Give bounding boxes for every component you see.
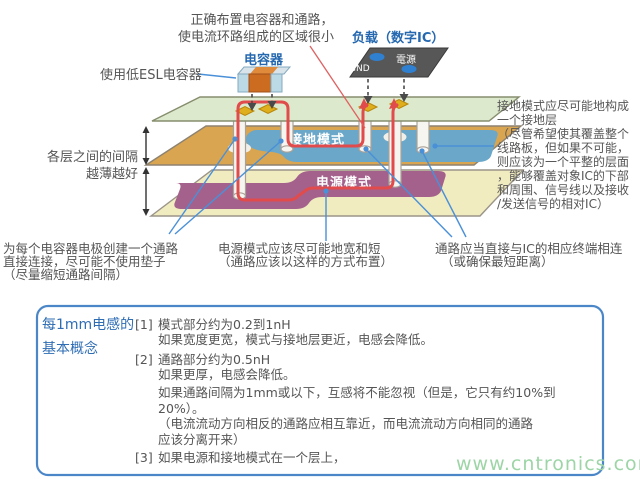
item2-line3: 如果通路间隔为1mm或以下，互感将不能忽视（但是，它只有约10%到 (158, 385, 556, 400)
red-ground-path (286, 103, 369, 148)
item1-line1: 模式部分约为0.2到1nH (158, 317, 291, 332)
svg-text:（通路应该以这样的方式布置）: （通路应该以这样的方式布置） (218, 254, 393, 269)
power-note: 电源模式应该尽可能地宽和短 （通路应该以这样的方式布置） (218, 241, 393, 269)
item2-line5: （电流流动方向相反的通路应相互靠近，而电流流动方向相同的通路 (158, 416, 534, 431)
via-extra (416, 121, 430, 154)
layer-gap-arrowheads (142, 126, 150, 216)
info-box-border (35, 304, 605, 477)
item1-marker: [1] (135, 317, 153, 332)
svg-text:直接连接，尽可能不使用垫子: 直接连接，尽可能不使用垫子 (3, 254, 166, 269)
ground-plane-label: 接地模式 (289, 132, 345, 148)
capacitor-terminal-left (237, 73, 250, 93)
item1-line2: 如果宽度更宽，模式与接地层更近，电感会降低。 (158, 332, 433, 347)
capacitor-label: 电容器 (244, 52, 284, 68)
current-paths (236, 100, 399, 202)
item2-line1: 通路部分约为0.5nH (158, 352, 270, 367)
ic-chip: GND 電源 (349, 47, 449, 78)
power-layer: 电源模式 (148, 169, 525, 217)
via-ic-power (388, 121, 402, 188)
top-layer-board (151, 96, 521, 122)
item3-line1: 如果电源和接地模式在一个层上， (158, 450, 346, 465)
svg-text:线路板，但如果不可能，: 线路板，但如果不可能， (497, 140, 629, 155)
svg-text:/发送信号的相对IC）: /发送信号的相对IC） (497, 196, 609, 211)
item2-marker: [2] (135, 352, 153, 367)
capacitor-component (236, 66, 292, 93)
ground-plane-region (245, 130, 498, 162)
capacitor-terminal-right (270, 73, 283, 93)
svg-text:则应该为一个平整的层面: 则应该为一个平整的层面 (497, 154, 629, 169)
svg-text:接地模式应尽可能地构成: 接地模式应尽可能地构成 (497, 98, 629, 113)
watermark: www.cntronics.com (456, 453, 640, 475)
svg-text:和周围、信号线以及接收: 和周围、信号线以及接收 (497, 182, 629, 197)
svg-text:通路应当直接与IC的相应终端相连: 通路应当直接与IC的相应终端相连 (435, 241, 623, 256)
svg-text:（或确保最短距离）: （或确保最短距离） (441, 254, 554, 269)
layer-gap-note-line2: 越薄越好 (86, 167, 138, 182)
callout-esl-to-capacitor (197, 73, 237, 79)
dashed-arrows (251, 79, 405, 104)
top-note-pointer-line (309, 45, 366, 129)
ic-pad-power (401, 65, 417, 73)
item3-marker: [3] (135, 450, 153, 465)
info-box-title-line1: 每1mm电感的 (42, 316, 134, 333)
ic-power-label: 電源 (396, 53, 416, 66)
ground-note: 接地模式应尽可能地构成 一个接地层 （尽管希望使其覆盖整个 线路板，但如果不可能… (497, 98, 629, 211)
red-current-loop (236, 100, 290, 128)
red-arrowhead-gnd (359, 98, 368, 109)
red-arrowhead-power (389, 98, 398, 109)
capacitor-body (248, 73, 272, 93)
svg-text:一个接地层: 一个接地层 (497, 112, 557, 127)
load-label: 负载（数字IC） (352, 30, 444, 46)
via-note: 为每个电容器电极创建一个通路 直接连接，尽可能不使用垫子 （尽量缩短通路间隔） (3, 241, 179, 282)
item2-line4: 20%）。 (158, 401, 205, 416)
svg-text:（尽量缩短通路间隔）: （尽量缩短通路间隔） (3, 267, 128, 282)
top-note-line1: 正确布置电容器和通路， (190, 12, 333, 28)
capacitor-top-body (250, 67, 278, 74)
ic-gnd-label: GND (349, 64, 370, 74)
callout-via2-to-note (174, 140, 282, 235)
svg-text:为每个电容器电极创建一个通路: 为每个电容器电极创建一个通路 (3, 241, 179, 256)
svg-text:（尽管希望使其覆盖整个: （尽管希望使其覆盖整个 (497, 126, 629, 141)
esl-note: 使用低ESL电容器 (100, 67, 202, 83)
callout-icvia2-to-note (421, 150, 467, 238)
item2-line2: 如果更厚，电感会降低。 (158, 367, 296, 382)
svg-text:电源模式应该尽可能地宽和短: 电源模式应该尽可能地宽和短 (218, 241, 381, 256)
top-note-line2: 使电流环路组成的区域很小 (178, 29, 334, 45)
callout-lines (168, 73, 494, 241)
info-box-title-line2: 基本概念 (42, 340, 98, 357)
pad-cap-left (234, 105, 256, 117)
dashed-arrowheads (247, 94, 409, 111)
info-box: 每1mm电感的 基本概念 [1] 模式部分约为0.2到1nH 如果宽度更宽，模式… (35, 304, 605, 477)
item2-line6: 应该分离开来） (158, 432, 246, 447)
callout-dots (232, 136, 438, 194)
ic-pad-gnd (369, 53, 385, 61)
callout-via1-to-note (168, 138, 236, 235)
layer-gap-note-line1: 各层之间的间隔 (47, 149, 138, 165)
ic-via-note: 通路应当直接与IC的相应终端相连 （或确保最短距离） (435, 241, 623, 269)
svg-text:，能够覆盖对象IC的下部: ，能够覆盖对象IC的下部 (497, 168, 629, 183)
red-power-path (236, 103, 399, 202)
callout-icvia1-to-note (365, 148, 453, 238)
